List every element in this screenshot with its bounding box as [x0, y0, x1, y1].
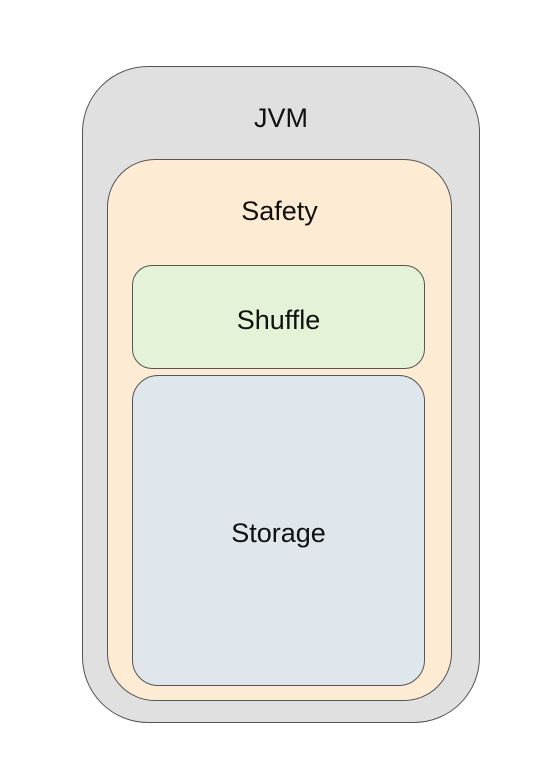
shuffle-label: Shuffle [236, 305, 321, 335]
shuffle-box: Shuffle [132, 265, 425, 369]
storage-label: Storage [231, 518, 326, 548]
storage-box: Storage [132, 375, 425, 686]
safety-label: Safety [241, 196, 318, 226]
jvm-label: JVM [254, 103, 308, 133]
